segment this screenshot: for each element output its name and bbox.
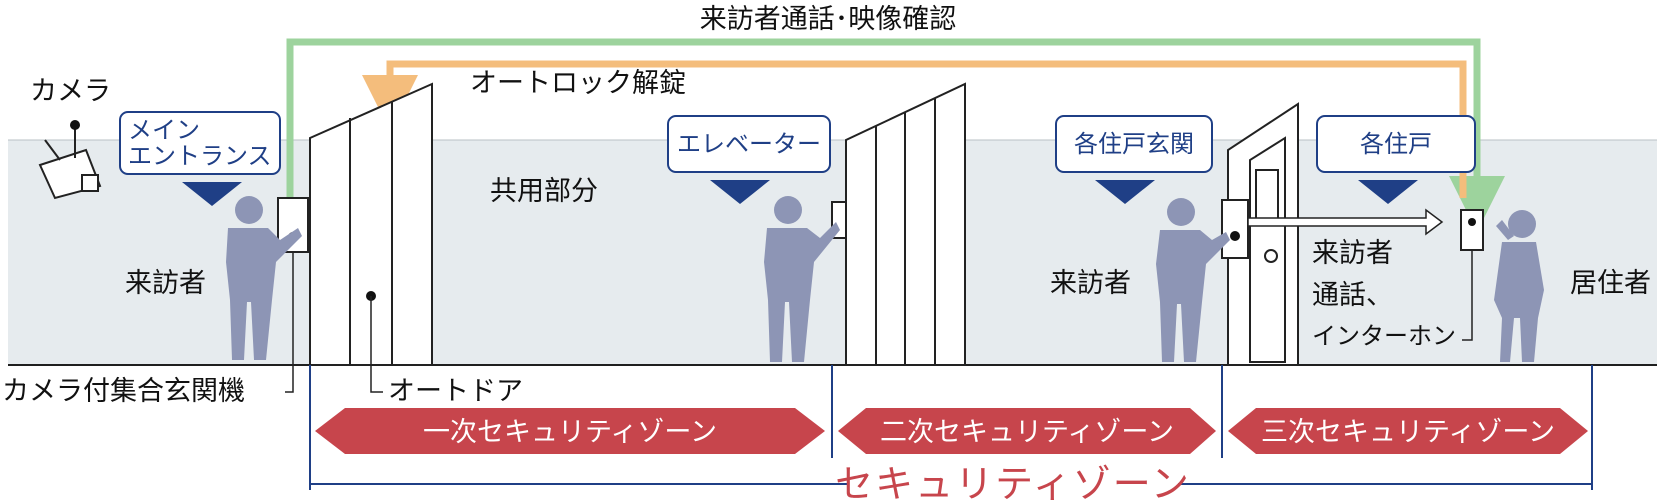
auto-door-label: オートドア — [388, 376, 523, 407]
visitor-label-right: 来訪者 — [1050, 268, 1131, 299]
zone-first: 一次セキュリティゾーン — [315, 408, 825, 454]
common-area-label: 共用部分 — [490, 176, 598, 207]
entry-unit-label: カメラ付集合玄関機 — [2, 376, 245, 407]
svg-text:メイン: メイン — [128, 116, 200, 144]
svg-text:二次セキュリティゾーン: 二次セキュリティゾーン — [880, 417, 1174, 448]
resident-label: 居住者 — [1570, 268, 1651, 299]
intercom-label-line3: インターホン — [1312, 322, 1456, 350]
elevator-door — [831, 82, 966, 366]
tag-unit-entrance: 各住戸玄関 — [1055, 115, 1213, 204]
camera-label: カメラ — [30, 76, 111, 107]
visitor-label-left: 来訪者 — [125, 268, 206, 299]
overall-zone-label: セキュリティゾーン — [835, 462, 1191, 504]
svg-text:各住戸: 各住戸 — [1360, 130, 1432, 158]
door-intercom-icon — [1221, 199, 1444, 259]
svg-text:三次セキュリティゾーン: 三次セキュリティゾーン — [1261, 417, 1555, 448]
visitor-figure-left — [226, 196, 302, 360]
svg-text:各住戸玄関: 各住戸玄関 — [1074, 130, 1194, 158]
autolock-label: オートロック解錠 — [470, 68, 686, 99]
tag-unit: 各住戸 — [1316, 115, 1476, 204]
tag-elevator: エレベーター — [667, 115, 831, 204]
camera-icon — [38, 120, 102, 200]
diagram-title: 来訪者通話･映像確認 — [700, 4, 957, 35]
visitor-figure-right — [1156, 198, 1230, 362]
video-call-line — [286, 38, 1505, 232]
resident-figure — [1494, 210, 1544, 362]
svg-text:エレベーター: エレベーター — [677, 130, 821, 158]
resident-monitor-icon — [1460, 209, 1484, 341]
zone-third: 三次セキュリティゾーン — [1228, 408, 1588, 454]
svg-text:エントランス: エントランス — [128, 142, 272, 170]
zone-second: 二次セキュリティゾーン — [838, 408, 1216, 454]
auto-door — [309, 82, 433, 393]
tag-main-entrance: メイン エントランス — [119, 111, 281, 206]
svg-text:一次セキュリティゾーン: 一次セキュリティゾーン — [423, 417, 717, 448]
visitor-figure-middle — [764, 196, 840, 362]
intercom-label-line1: 来訪者 — [1312, 238, 1393, 269]
intercom-label-line2: 通話、 — [1312, 280, 1393, 311]
zone-dividers — [309, 365, 1593, 490]
